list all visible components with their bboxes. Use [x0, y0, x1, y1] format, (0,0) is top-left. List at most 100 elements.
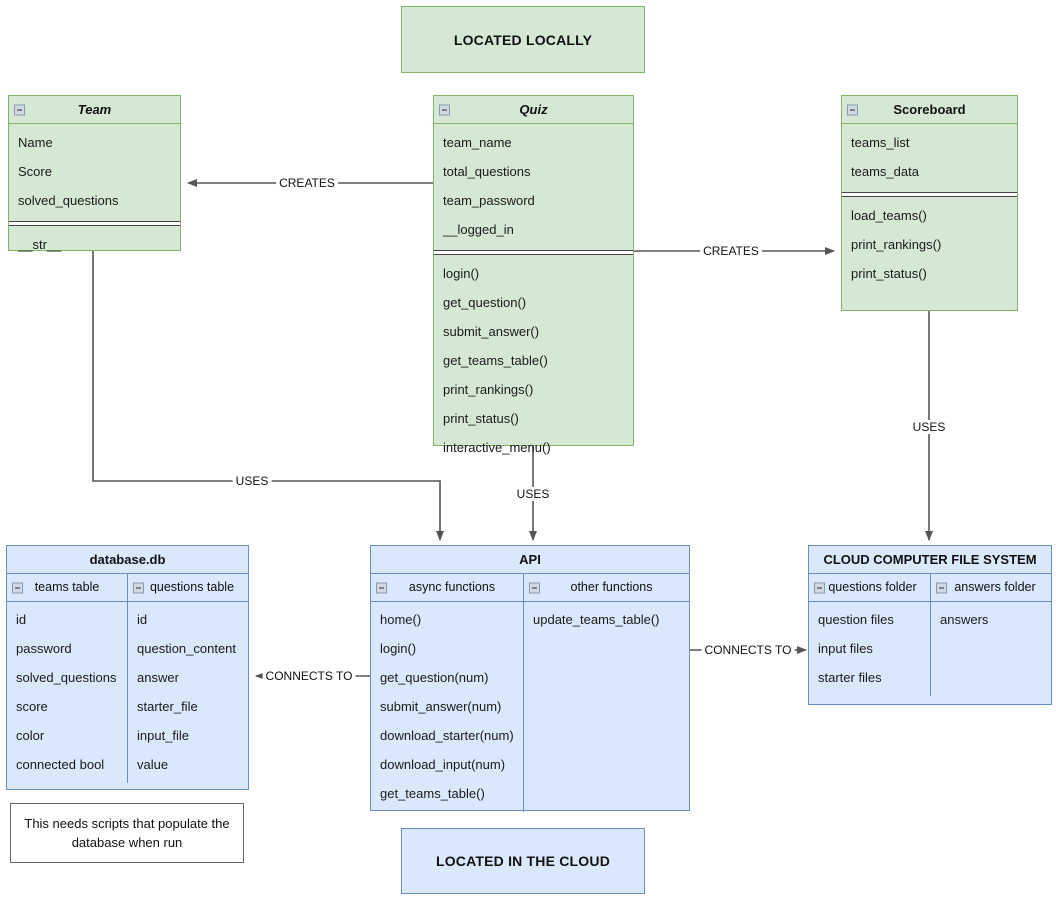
- team-attribute: Score: [18, 164, 52, 179]
- database-field: id: [16, 612, 27, 627]
- edge-label-api-connects-database: CONNECTS TO: [262, 669, 356, 683]
- edge-label-team-uses-api: USES: [232, 474, 272, 488]
- collapse-icon[interactable]: [376, 582, 387, 593]
- collapse-icon[interactable]: [14, 104, 25, 115]
- scoreboard-attributes: teams_list teams_data: [842, 124, 1017, 192]
- quiz-compartment-divider: [434, 250, 633, 255]
- collapse-icon[interactable]: [529, 582, 540, 593]
- collapse-icon[interactable]: [814, 582, 825, 593]
- database-title: database.db: [7, 546, 248, 574]
- api-async-body: home() login() get_question(num) submit_…: [371, 602, 523, 812]
- class-box-filesystem[interactable]: CLOUD COMPUTER FILE SYSTEM questions fol…: [808, 545, 1052, 705]
- quiz-attributes: team_name total_questions team_password …: [434, 124, 633, 250]
- database-field: color: [16, 728, 45, 743]
- scoreboard-title-label: Scoreboard: [893, 102, 966, 117]
- banner-located-locally: LOCATED LOCALLY: [401, 6, 645, 73]
- collapse-icon[interactable]: [12, 582, 23, 593]
- database-field: starter_file: [137, 699, 198, 714]
- database-questions-header: questions table: [128, 574, 248, 602]
- api-column-async: async functions home() login() get_quest…: [371, 574, 523, 812]
- class-box-quiz[interactable]: Quiz team_name total_questions team_pass…: [433, 95, 634, 455]
- api-function: update_teams_table(): [533, 612, 660, 627]
- filesystem-questions-body: question files input files starter files: [809, 602, 930, 696]
- edge-label-quiz-uses-api: USES: [513, 487, 553, 501]
- api-function: download_input(num): [380, 757, 506, 772]
- database-field: input_file: [137, 728, 190, 743]
- api-title-label: API: [519, 552, 541, 567]
- filesystem-questions-header-label: questions folder: [828, 580, 917, 594]
- quiz-attribute: team_password: [443, 193, 535, 208]
- database-field: connected bool: [16, 757, 105, 772]
- class-box-database[interactable]: database.db teams table id password solv…: [6, 545, 249, 790]
- quiz-title: Quiz: [434, 96, 633, 124]
- api-other-header: other functions: [524, 574, 689, 602]
- filesystem-entry: answers: [940, 612, 989, 627]
- scoreboard-attribute: teams_list: [851, 135, 910, 150]
- team-attribute: solved_questions: [18, 193, 119, 208]
- api-title: API: [371, 546, 689, 574]
- quiz-method: get_question(): [443, 295, 527, 310]
- quiz-attribute: total_questions: [443, 164, 531, 179]
- database-questions-body: id question_content answer starter_file …: [128, 602, 248, 783]
- edge-label-quiz-creates-scoreboard: CREATES: [700, 244, 762, 258]
- filesystem-answers-header: answers folder: [931, 574, 1051, 602]
- filesystem-column-questions: questions folder question files input fi…: [809, 574, 930, 696]
- database-field: answer: [137, 670, 179, 685]
- edge-label-quiz-creates-team: CREATES: [276, 176, 338, 190]
- api-function: submit_answer(num): [380, 699, 502, 714]
- quiz-method: print_rankings(): [443, 382, 534, 397]
- quiz-methods: login() get_question() submit_answer() g…: [434, 255, 633, 468]
- database-questions-header-label: questions table: [149, 580, 235, 594]
- api-function: login(): [380, 641, 417, 656]
- team-title: Team: [9, 96, 180, 124]
- api-other-header-label: other functions: [570, 580, 653, 594]
- api-column-other: other functions update_teams_table(): [523, 574, 689, 812]
- collapse-icon[interactable]: [847, 104, 858, 115]
- database-title-label: database.db: [89, 552, 166, 567]
- team-compartment-divider: [9, 221, 180, 226]
- scoreboard-title: Scoreboard: [842, 96, 1017, 124]
- edge-label-scoreboard-uses-filesystem: USES: [909, 420, 949, 434]
- class-box-team[interactable]: Team Name Score solved_questions __str__: [8, 95, 181, 252]
- scoreboard-attribute: teams_data: [851, 164, 919, 179]
- scoreboard-method: print_rankings(): [851, 237, 942, 252]
- database-field: question_content: [137, 641, 237, 656]
- edge-team-uses-api: [92, 251, 444, 541]
- team-attributes: Name Score solved_questions: [9, 124, 180, 221]
- quiz-attribute: team_name: [443, 135, 512, 150]
- collapse-icon[interactable]: [133, 582, 144, 593]
- api-function: get_question(num): [380, 670, 489, 685]
- filesystem-entry: starter files: [818, 670, 882, 685]
- collapse-icon[interactable]: [936, 582, 947, 593]
- class-box-scoreboard[interactable]: Scoreboard teams_list teams_data load_te…: [841, 95, 1018, 311]
- database-field: score: [16, 699, 48, 714]
- team-attribute: Name: [18, 135, 53, 150]
- collapse-icon[interactable]: [439, 104, 450, 115]
- database-teams-header: teams table: [7, 574, 127, 602]
- filesystem-questions-header: questions folder: [809, 574, 930, 602]
- filesystem-answers-body: answers: [931, 602, 1051, 638]
- quiz-method: print_status(): [443, 411, 519, 426]
- edge-label-api-connects-filesystem: CONNECTS TO: [701, 643, 795, 657]
- database-column-questions: questions table id question_content answ…: [127, 574, 248, 783]
- team-methods: __str__: [9, 226, 180, 265]
- quiz-method: interactive_menu(): [443, 440, 551, 455]
- database-teams-body: id password solved_questions score color…: [7, 602, 127, 783]
- scoreboard-methods: load_teams() print_rankings() print_stat…: [842, 197, 1017, 294]
- database-columns: teams table id password solved_questions…: [7, 574, 248, 783]
- scoreboard-method: load_teams(): [851, 208, 927, 223]
- team-method: __str__: [18, 237, 62, 252]
- note-database-scripts: This needs scripts that populate the dat…: [10, 803, 244, 863]
- filesystem-entry: input files: [818, 641, 873, 656]
- api-function: download_starter(num): [380, 728, 514, 743]
- api-columns: async functions home() login() get_quest…: [371, 574, 689, 812]
- banner-located-in-the-cloud: LOCATED IN THE CLOUD: [401, 828, 645, 894]
- filesystem-column-answers: answers folder answers: [930, 574, 1051, 696]
- api-async-header: async functions: [371, 574, 523, 602]
- api-async-header-label: async functions: [408, 580, 496, 594]
- database-column-teams: teams table id password solved_questions…: [7, 574, 127, 783]
- class-box-api[interactable]: API async functions home() login() get_q…: [370, 545, 690, 812]
- database-field: value: [137, 757, 169, 772]
- filesystem-columns: questions folder question files input fi…: [809, 574, 1051, 696]
